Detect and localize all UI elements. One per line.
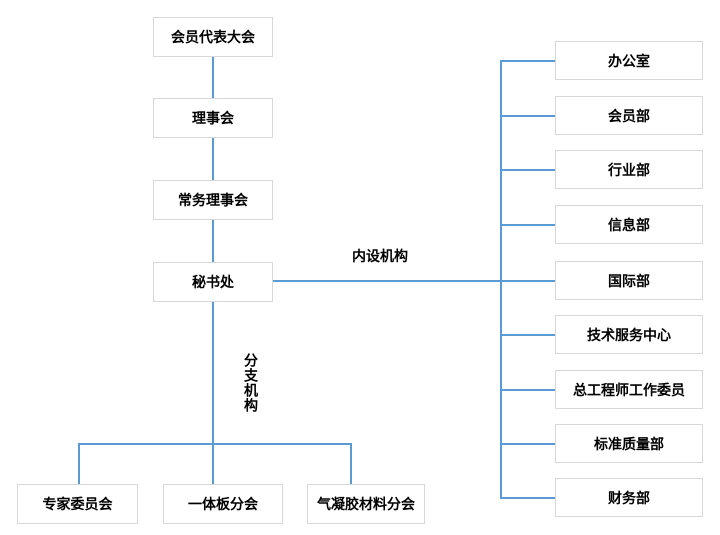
connector-dept-tech-service — [500, 334, 555, 336]
connector-branches-crossbar — [78, 443, 351, 445]
org-node-industry-dept: 行业部 — [555, 150, 703, 189]
internal-orgs-label: 内设机构 — [352, 248, 408, 264]
connector-dept-standards — [500, 443, 555, 445]
connector-dept-chief-engineer — [500, 389, 555, 391]
org-node-office: 办公室 — [555, 41, 703, 80]
connector-dept-office — [500, 60, 555, 62]
org-node-finance-dept: 财务部 — [555, 478, 703, 517]
org-node-council: 理事会 — [153, 98, 273, 138]
org-node-secretariat: 秘书处 — [153, 262, 273, 302]
org-node-membership-dept: 会员部 — [555, 96, 703, 135]
org-node-standing-council: 常务理事会 — [153, 180, 273, 220]
branch-orgs-label: 分支机构 — [243, 353, 259, 413]
connector-dept-industry — [500, 169, 555, 171]
connector-dept-information — [500, 224, 555, 226]
connector-branch-aerogel — [350, 443, 352, 484]
connector-secretariat-to-branches — [212, 302, 214, 484]
org-node-aerogel-materials-branch: 气凝胶材料分会 — [307, 484, 425, 524]
connector-secretariat-to-departments — [273, 280, 501, 282]
connector-dept-finance — [500, 497, 555, 499]
org-node-information-dept: 信息部 — [555, 205, 703, 244]
connector-chain-1 — [212, 57, 214, 98]
org-node-integrated-panel-branch: 一体板分会 — [163, 484, 283, 524]
connector-branch-expert — [78, 443, 80, 484]
org-node-standards-quality-dept: 标准质量部 — [555, 424, 703, 463]
connector-dept-membership — [500, 115, 555, 117]
org-node-international-dept: 国际部 — [555, 261, 703, 300]
org-node-chief-engineer-committee: 总工程师工作委员 — [555, 370, 703, 409]
connector-chain-2 — [212, 138, 214, 180]
connector-chain-3 — [212, 220, 214, 262]
org-node-tech-service-center: 技术服务中心 — [555, 315, 703, 354]
org-node-expert-committee: 专家委员会 — [17, 484, 138, 524]
connector-dept-international — [500, 280, 555, 282]
connector-departments-trunk — [500, 60, 502, 498]
org-node-member-congress: 会员代表大会 — [153, 17, 273, 57]
